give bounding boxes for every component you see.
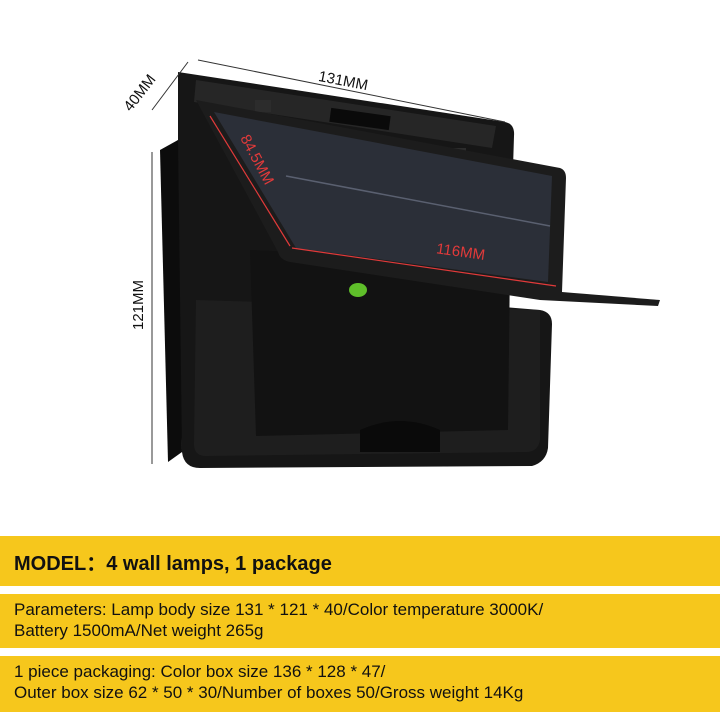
packaging-line-1: 1 piece packaging: Color box size 136 * … <box>14 662 386 681</box>
hinge-left <box>255 100 271 112</box>
dim-label-height: 121MM <box>130 280 147 330</box>
product-photo: 131MM 40MM 121MM 84.5MM 116MM <box>120 59 660 468</box>
dim-label-panel-width: 116MM <box>435 240 486 264</box>
dim-label-width: 131MM <box>317 68 369 94</box>
dim-line-depth <box>151 61 189 111</box>
dim-line-panel-side <box>209 115 291 247</box>
lamp-side-left <box>160 140 182 462</box>
model-banner: MODEL：4 wall lamps, 1 package <box>0 536 720 586</box>
parameters-line-1: Parameters: Lamp body size 131 * 121 * 4… <box>14 600 544 619</box>
sensor-light <box>349 283 367 297</box>
lamp-notch <box>360 421 440 452</box>
solar-cell-line <box>285 175 551 227</box>
dim-line-width <box>197 59 506 123</box>
packaging-line-2: Outer box size 62 * 50 * 30/Number of bo… <box>14 683 524 702</box>
dim-line-panel-width <box>291 247 557 287</box>
packaging-banner: 1 piece packaging: Color box size 136 * … <box>0 656 720 712</box>
parameters-line-2: Battery 1500mA/Net weight 265g <box>14 621 264 640</box>
solar-cells <box>214 112 552 282</box>
model-text: MODEL：4 wall lamps, 1 package <box>14 552 332 575</box>
parameters-banner: Parameters: Lamp body size 131 * 121 * 4… <box>0 594 720 648</box>
mount-slot <box>329 107 391 131</box>
lamp-front-face <box>250 250 510 436</box>
